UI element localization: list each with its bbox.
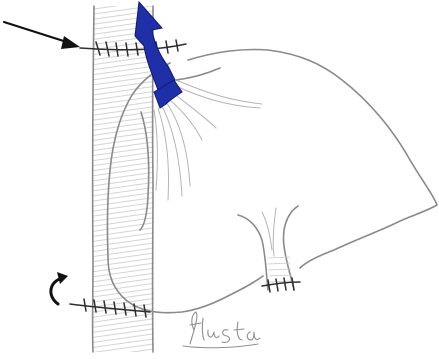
black-arrow-icon	[4, 22, 80, 49]
vena-cava	[93, 6, 154, 352]
artist-signature	[183, 312, 260, 348]
curved-arrow-icon	[51, 272, 68, 304]
portal-vessel	[238, 206, 298, 290]
